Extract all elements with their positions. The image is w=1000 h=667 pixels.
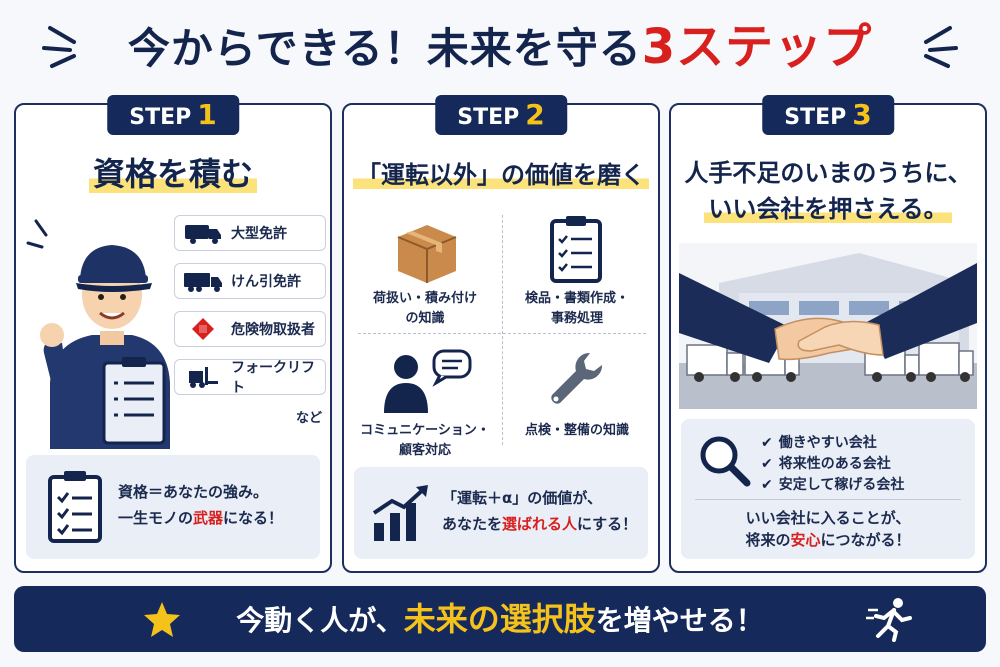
- step-1-title: 資格を積む: [16, 149, 330, 195]
- bottom-banner: 今動く人が、未来の選択肢を増やせる！: [14, 586, 986, 652]
- check-item: 安定して稼げる会社: [761, 475, 905, 496]
- step-2-note: 「運転＋α」の価値が、 あなたを選ばれる人にする！: [354, 467, 648, 559]
- forklift-icon: [189, 367, 218, 388]
- step-2-title: 「運転以外」の価値を磨く: [344, 155, 658, 190]
- step-3-message: いい会社に入ることが、 将来の安心につながる！: [745, 509, 911, 549]
- step-2-note-text: 「運転＋α」の価値が、 あなたを選ばれる人にする！: [442, 489, 638, 533]
- star-icon: [144, 602, 180, 637]
- hazard-diamond-icon: [192, 318, 214, 340]
- step-1-note-text: 資格＝あなたの強み。 一生モノの武器になる！: [118, 483, 284, 527]
- person-speech-bubble-icon: [384, 349, 472, 413]
- step-3-note-divider: [695, 499, 961, 500]
- skill-inspection-paperwork: 検品・書類作成・事務処理: [524, 291, 629, 326]
- checklist-clipboard-icon: [48, 471, 102, 543]
- banner-message: 今動く人が、未来の選択肢を増やせる！: [236, 600, 764, 638]
- magnifying-glass-icon: [700, 436, 751, 487]
- wrench-icon: [551, 352, 603, 404]
- license-hazardous-materials: 危険物取扱者: [174, 311, 326, 347]
- license-towing: けん引免許: [174, 263, 326, 299]
- skill-maintenance: 点検・整備の知識: [524, 423, 629, 438]
- check-item: 将来性のある会社: [761, 454, 904, 475]
- skill-grid-divider-horizontal: [358, 333, 646, 334]
- license-forklift: フォークリフト: [174, 359, 326, 396]
- step-3-note: 働きやすい会社 将来性のある会社 安定して稼げる会社 いい会社に入ることが、 将…: [681, 419, 975, 559]
- etc-label: など: [296, 411, 323, 426]
- growth-bar-chart-icon: [372, 485, 428, 541]
- worker-with-clipboard-illustration: [26, 219, 170, 449]
- check-item: 働きやすい会社: [761, 433, 904, 454]
- emphasis-lines-right-icon: [924, 26, 958, 68]
- cardboard-box-icon: [397, 225, 457, 283]
- checklist-document-icon: [550, 216, 602, 283]
- skill-cargo-handling: 荷扱い・積み付けの知識: [372, 291, 477, 326]
- step-3-title: 人手不足のいまのうちに、 いい会社を押さえる。: [684, 159, 972, 223]
- step-1-note: 資格＝あなたの強み。 一生モノの武器になる！: [26, 455, 320, 559]
- page-headline: 今からできる！未来を守る3ステップ: [127, 19, 873, 75]
- skill-communication: コミュニケーション・顧客対応: [360, 423, 490, 458]
- running-person-icon: [866, 598, 912, 642]
- skill-grid-divider-vertical: [502, 215, 503, 445]
- trailer-truck-icon: [184, 273, 222, 292]
- handshake-warehouse-illustration: [679, 243, 977, 409]
- emphasis-lines-left-icon: [42, 26, 76, 68]
- truck-icon: [185, 225, 221, 244]
- license-large-vehicle: 大型免許: [174, 215, 326, 251]
- good-company-checklist: 働きやすい会社 将来性のある会社 安定して稼げる会社: [761, 433, 905, 496]
